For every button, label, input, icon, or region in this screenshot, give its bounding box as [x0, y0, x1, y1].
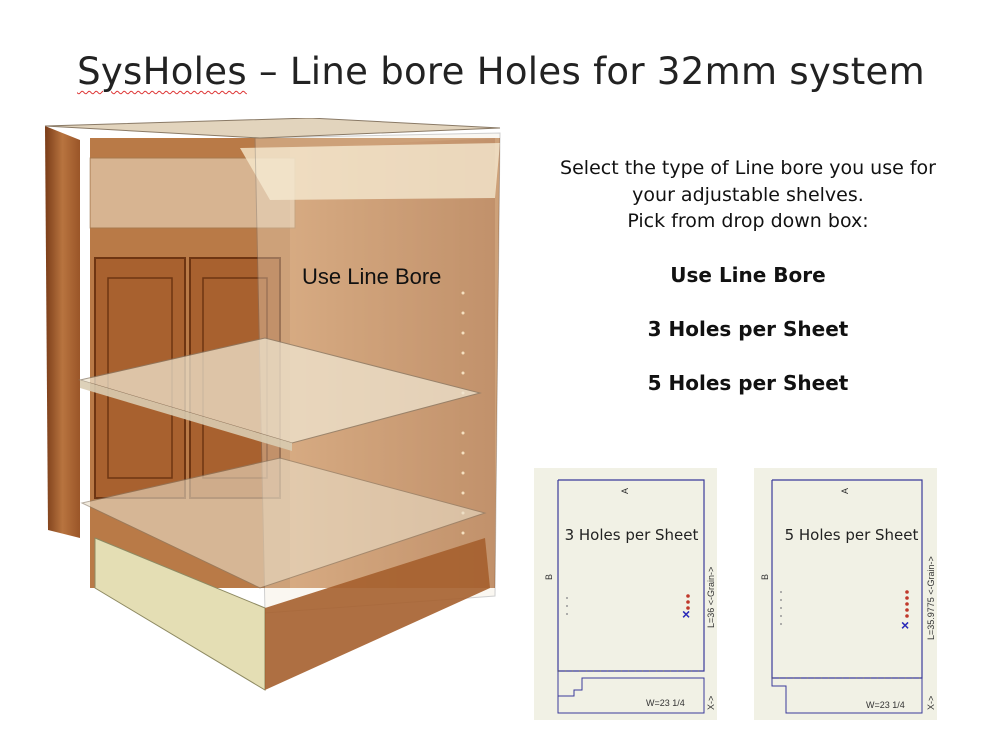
sheet-diagram-3-holes: × A B L=36 <-Grain-> W=23 1/4 X->: [534, 468, 717, 720]
instruction-line: Select the type of Line bore you use for: [560, 157, 936, 179]
cabinet-label: Use Line Bore: [302, 264, 442, 289]
option-use-line-bore: Use Line Bore: [670, 263, 826, 287]
bottom-shelf: [80, 457, 487, 589]
edge-b-label: B: [760, 574, 770, 580]
sheet-diagram-5-holes: × A B L=35.9775 <-Grain-> W=23 1/4 X->: [754, 468, 937, 720]
svg-text:×: ×: [682, 606, 690, 622]
cabinet-illustration: [44, 118, 501, 691]
edge-a-label: A: [620, 488, 630, 494]
option-5-holes: 5 Holes per Sheet: [647, 371, 849, 395]
x-arrow-label: X->: [706, 696, 716, 710]
edge-a-label: A: [840, 488, 850, 494]
slide-title: SysHoles – Line bore Holes for 32mm syst…: [0, 50, 1002, 93]
grain-label: L=36 <-Grain->: [706, 567, 716, 628]
width-label: W=23 1/4: [866, 700, 905, 710]
sheet-outline: [557, 479, 705, 672]
title-rest: – Line bore Holes for 32mm system: [246, 50, 925, 93]
cabinet-left-side: [45, 126, 80, 538]
option-3-holes: 3 Holes per Sheet: [647, 317, 849, 341]
x-arrow-label: X->: [926, 696, 936, 710]
sheet-label-3-holes: 3 Holes per Sheet: [564, 526, 699, 544]
title-prefix: SysHoles: [77, 50, 247, 93]
edge-b-label: B: [544, 574, 554, 580]
sheet-label-5-holes: 5 Holes per Sheet: [784, 526, 919, 544]
grain-label: L=35.9775 <-Grain->: [926, 556, 936, 640]
width-label: W=23 1/4: [646, 698, 685, 708]
cabinet-drawer: [89, 157, 296, 229]
instruction-line: Pick from drop down box:: [627, 210, 869, 232]
instructions: Select the type of Line bore you use for…: [530, 155, 966, 235]
instruction-line: your adjustable shelves.: [632, 183, 864, 206]
svg-text:×: ×: [901, 617, 909, 633]
